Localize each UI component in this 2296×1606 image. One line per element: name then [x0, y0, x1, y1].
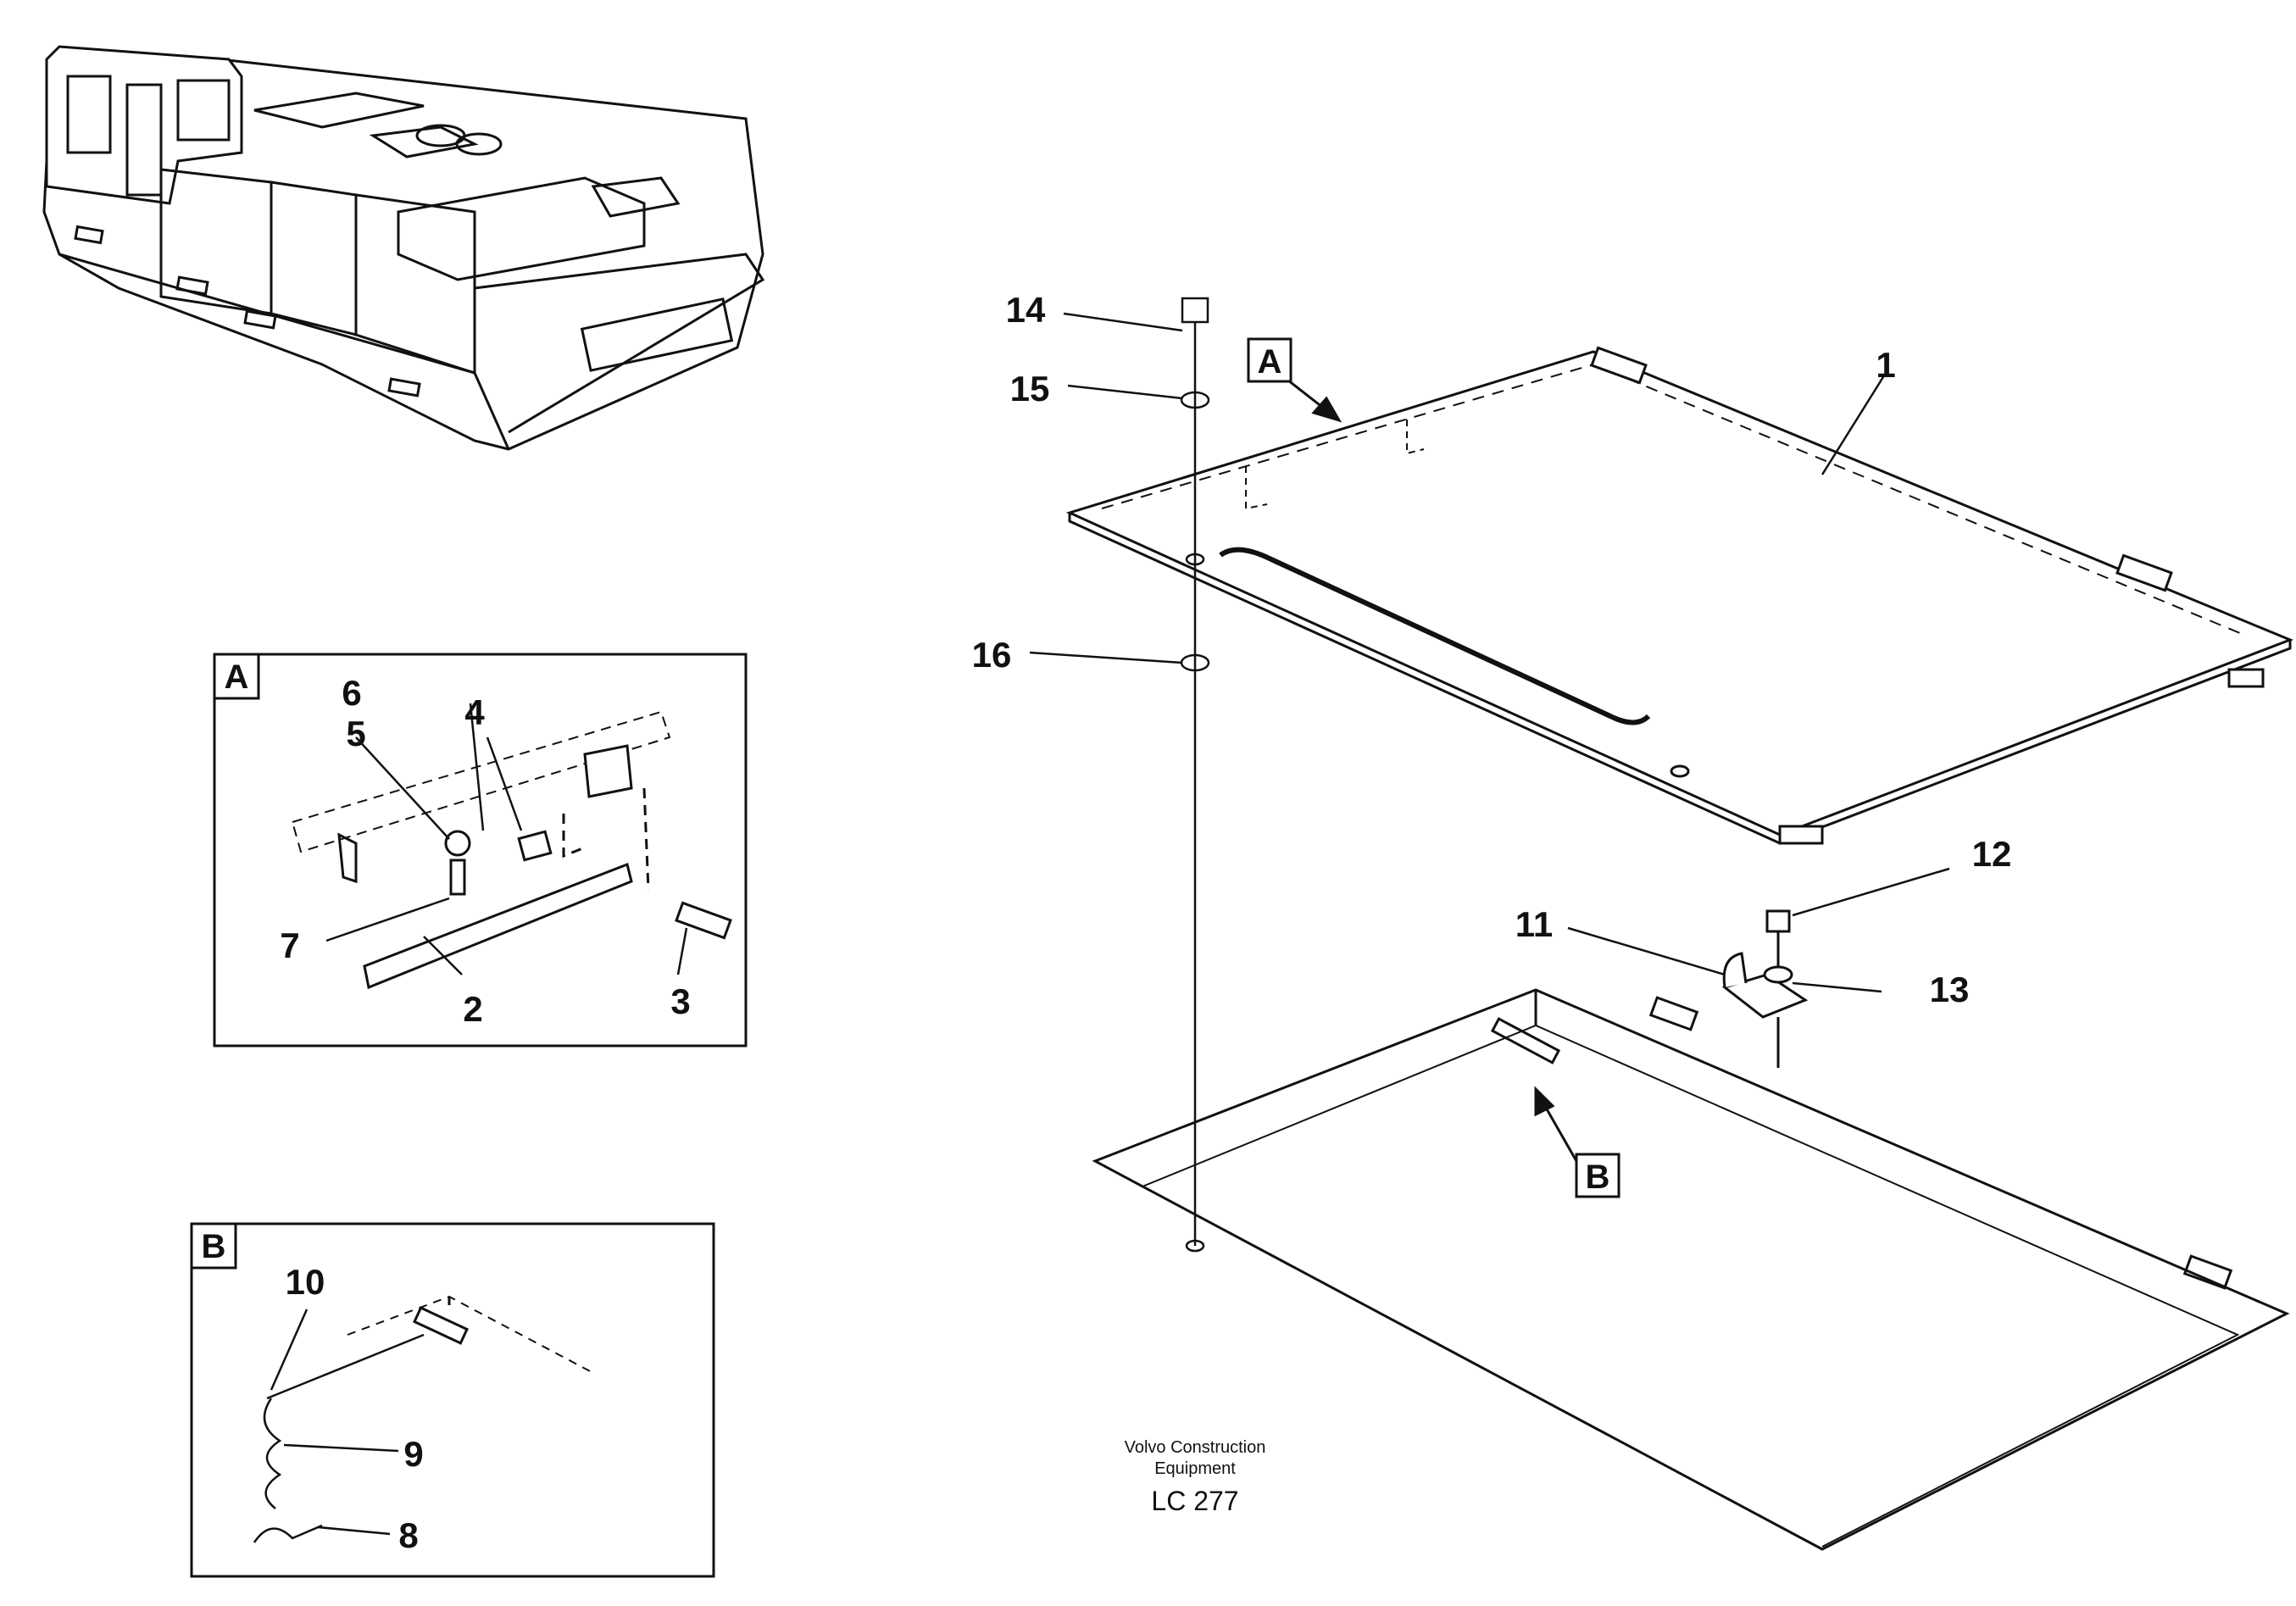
callout-6: 6	[342, 673, 361, 713]
detail-b-marker-box	[1575, 1153, 1621, 1198]
hinge-bracket-group	[1721, 909, 1809, 1068]
footer-drawing-code: LC 277	[1151, 1486, 1238, 1516]
hatch-opening-frame	[1092, 988, 2290, 1551]
callout-14: 14	[1006, 290, 1046, 330]
callout-3: 3	[670, 981, 690, 1021]
callout-9: 9	[403, 1434, 423, 1474]
detail-a-marker-box	[1247, 337, 1293, 383]
callout-15: 15	[1010, 369, 1050, 408]
callout-1: 1	[1876, 345, 1895, 385]
callout-5: 5	[346, 714, 365, 753]
callout-2: 2	[463, 989, 482, 1029]
machine-overview	[42, 45, 765, 451]
callout-7: 7	[280, 925, 299, 965]
callout-13: 13	[1930, 970, 1970, 1009]
detail-b-inset	[190, 1222, 715, 1578]
detail-arrows	[1283, 375, 1578, 1162]
hatch-cover	[1065, 346, 2294, 845]
callout-8: 8	[398, 1515, 418, 1555]
detail-a-marker: A	[1258, 343, 1282, 381]
callout-10: 10	[286, 1262, 325, 1302]
footer-company-line2: Equipment	[1154, 1459, 1236, 1478]
callout-4: 4	[464, 692, 485, 732]
fastener-axis	[1180, 297, 1210, 1253]
callout-12: 12	[1972, 834, 2012, 874]
detail-b-marker: B	[1586, 1159, 1610, 1196]
callout-16: 16	[972, 635, 1012, 675]
leader-lines	[270, 312, 1950, 1536]
detail-a-inset	[213, 653, 748, 1048]
footer-company-line1: Volvo Construction	[1125, 1438, 1266, 1457]
inset-b-label: B	[202, 1228, 226, 1265]
inset-a-label: A	[225, 659, 249, 696]
callout-11: 11	[1515, 904, 1553, 944]
